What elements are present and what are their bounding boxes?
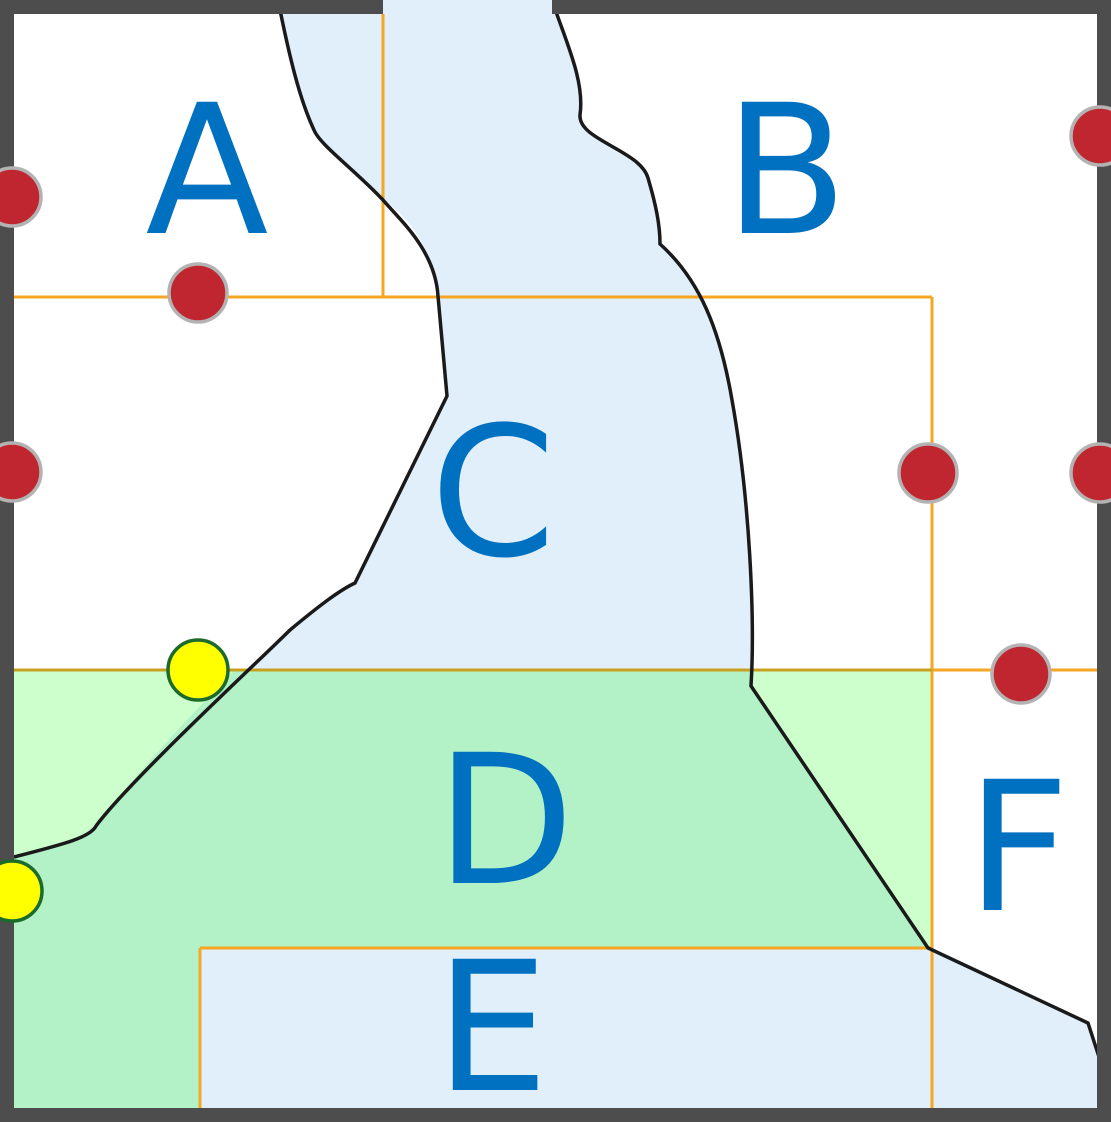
region-label-c: C [430,389,556,598]
region-label-e: E [435,924,549,1122]
grid-lines [14,14,1100,1108]
region-label-a: A [145,67,268,276]
region-label-b: B [724,67,848,276]
red-marker-a-bottom [167,262,229,324]
frame-top-light-segment [383,0,552,14]
red-marker-left-middle [0,441,43,503]
red-marker-c-right [897,442,959,504]
red-marker-f-top [990,643,1052,705]
yellow-markers [0,638,230,923]
red-marker-right-top [1069,105,1111,167]
red-marker-right-middle [1069,442,1111,504]
red-marker-left-top [0,166,43,228]
region-label-d: D [436,717,575,926]
red-markers [0,105,1111,705]
river-outline [13,0,1102,1061]
river-bank-left [13,0,449,859]
zone-lower-left [14,948,200,1108]
zone-d-overlap [14,670,928,948]
yellow-marker-d-top [166,638,230,702]
region-label-f: F [966,744,1070,953]
yellow-marker-left-edge [0,859,44,923]
river-bank-right [550,0,1102,1061]
